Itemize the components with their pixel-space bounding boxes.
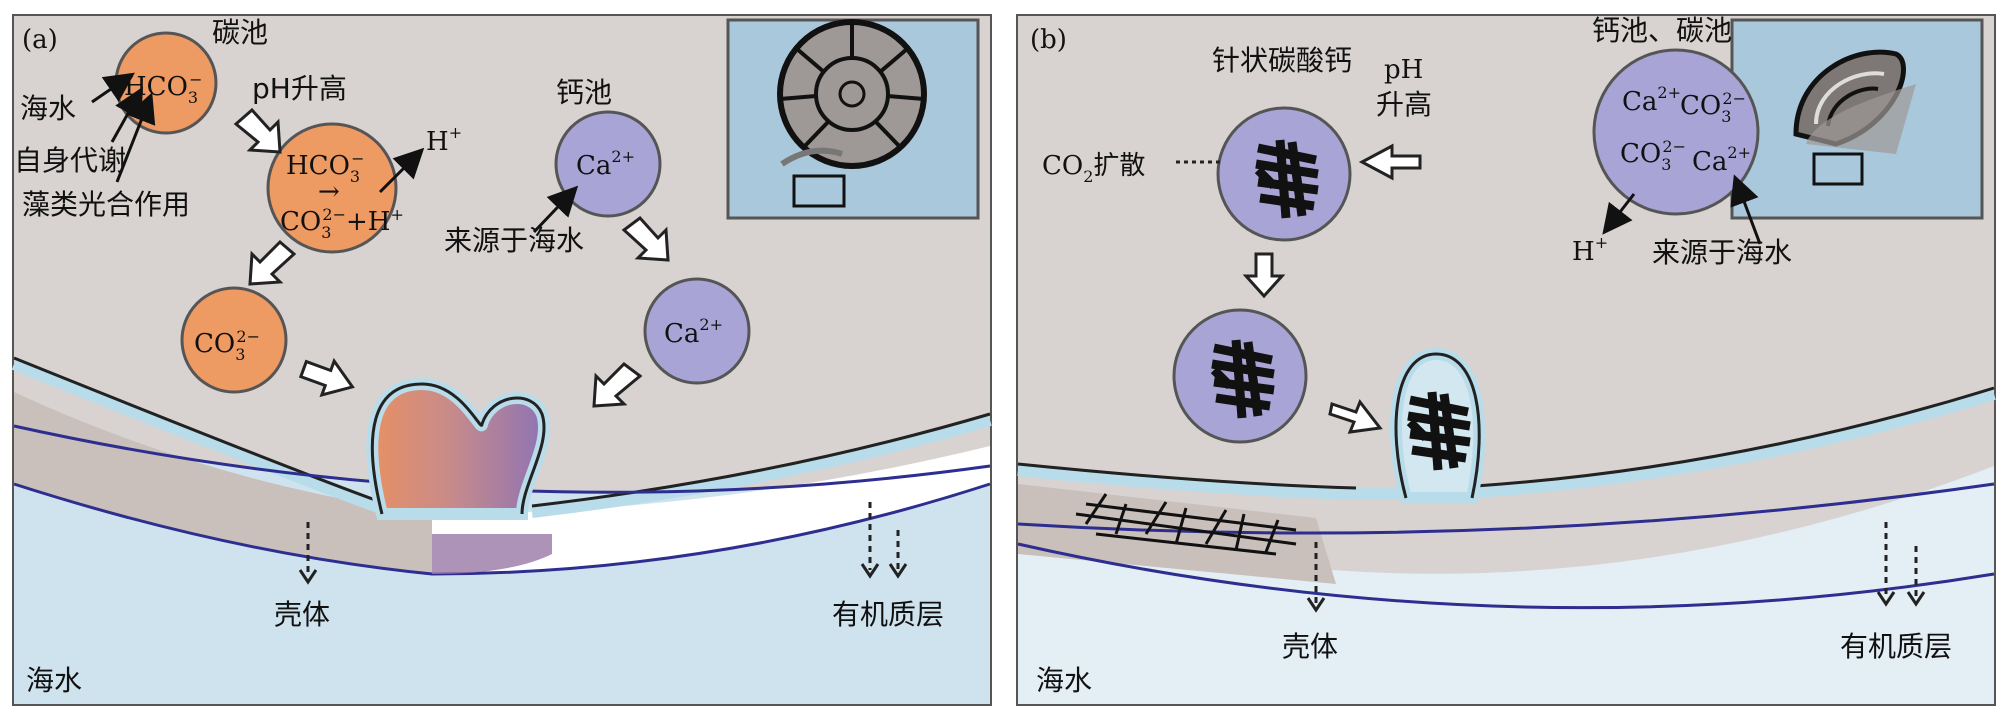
panel-a: HCO3− HCO3− → CO32−+H+ CO32− Ca2+ Ca2+ (… (12, 14, 992, 706)
flow-arrow-5 (592, 362, 643, 408)
arrow-ca-source (1730, 174, 1762, 245)
bivalve-shell-icon (1793, 49, 1916, 186)
dashed-arrows (306, 502, 900, 576)
flow-arrow-3 (1328, 398, 1383, 434)
arrow-ca-source (532, 185, 579, 234)
membrane-outer-left (1017, 464, 1406, 500)
panel-a-diagram: HCO3− HCO3− → CO32−+H+ CO32− Ca2+ Ca2+ (… (12, 14, 992, 706)
algae-label: 藻类光合作用 (22, 188, 190, 221)
pool-ca-text: Ca2+ (1622, 83, 1681, 117)
needle-calcite-label: 针状碳酸钙 (1212, 44, 1352, 77)
pool-co3-bottom-text: CO32− (1620, 137, 1686, 174)
ph-rise-label: pH升高 (252, 72, 347, 105)
pool-co3-text: CO32− (1680, 89, 1746, 126)
ca-bubble-2 (643, 277, 751, 385)
dashed-arrow-heads (298, 563, 908, 585)
calcification-vesicle (366, 377, 550, 520)
membrane-outer-right (531, 414, 992, 518)
ph-label: pH (1384, 55, 1423, 85)
membrane-outer-left (12, 358, 394, 518)
arrow-algae (115, 92, 156, 183)
ammonoid-shell-icon (777, 19, 927, 208)
flow-arrow-2 (1242, 252, 1286, 299)
dashed-arrows (1314, 522, 1918, 604)
vesicle-deposit (432, 534, 552, 574)
flow-arrow-1 (233, 107, 282, 154)
co3-text: CO32− (194, 327, 260, 364)
ph-rise-label: 升高 (1376, 88, 1432, 121)
organic-layer-label: 有机质层 (832, 598, 944, 631)
shell-label: 壳体 (1282, 630, 1338, 663)
reaction-bubble (266, 122, 398, 254)
flow-arrow-4 (621, 215, 670, 262)
organic-layer-label: 有机质层 (1840, 630, 1952, 663)
dashed-arrow-heads (1306, 591, 1926, 613)
membrane-edge-left (1017, 462, 1357, 490)
sea-label: 海水 (1036, 664, 1092, 697)
carbon-pool-label: 碳池 (212, 16, 268, 49)
membrane-line-2 (1017, 542, 1995, 610)
seawater-region (1018, 466, 1994, 704)
ca-source-label: 来源于海水 (1652, 236, 1792, 269)
calcium-pool-label: 钙池 (556, 76, 612, 109)
co2-diffuse-label: CO2扩散 (1042, 151, 1145, 186)
organic-layer (432, 446, 990, 574)
vesicle-outline (1394, 352, 1481, 499)
reaction-top-text: HCO3− (286, 149, 364, 186)
arrow-hplus (378, 147, 425, 194)
reaction-arrow-text: → (318, 177, 340, 207)
ca-source-label: 来源于海水 (444, 224, 584, 257)
metabolism-label: 自身代谢 (14, 144, 126, 177)
arrow-hplus (1602, 193, 1636, 235)
pool-bubble (1592, 48, 1760, 216)
membrane-outer-right (1475, 388, 1996, 498)
panel-a-label: (a) (22, 25, 58, 55)
shell-label: 壳体 (274, 598, 330, 631)
vesicle-outline (370, 382, 546, 515)
sea-label: 海水 (26, 664, 82, 697)
pool-label: 钙池、碳池 (1592, 14, 1732, 47)
flow-arrow-2 (248, 239, 297, 286)
membrane-edge-right (531, 412, 991, 508)
panel-b: Ca2+ CO32− CO32− Ca2+ (b) 针状碳酸钙 pH 升高 钙池… (1016, 14, 1996, 706)
co3-bubble (180, 286, 288, 394)
hplus-label: H+ (1572, 233, 1608, 267)
shell-needles (1075, 493, 1297, 556)
ca-text-1: Ca2+ (576, 147, 635, 181)
flow-arrow-1 (1358, 143, 1422, 181)
ca-bubble-1 (554, 110, 662, 218)
seawater-source-label: 海水 (20, 92, 76, 125)
panel-b-label: (b) (1030, 25, 1067, 55)
flow-arrows (1242, 143, 1422, 434)
flow-arrow-3 (298, 357, 355, 398)
pool-ca-bottom-text: Ca2+ (1692, 143, 1751, 177)
flow-arrows (233, 107, 670, 408)
membrane-line-2 (13, 482, 991, 576)
membrane-edge-left (13, 356, 393, 508)
membrane-edge-right (1475, 386, 1995, 488)
membrane-line-1 (1017, 482, 1995, 535)
reaction-bottom-text: CO32−+H+ (280, 205, 404, 242)
hplus-label: H+ (426, 123, 462, 157)
arrow-seawater (91, 72, 135, 104)
ca-text-2: Ca2+ (664, 315, 723, 349)
panel-b-diagram: Ca2+ CO32− CO32− Ca2+ (b) 针状碳酸钙 pH 升高 钙池… (1016, 14, 1996, 706)
shell-layer (14, 392, 432, 574)
